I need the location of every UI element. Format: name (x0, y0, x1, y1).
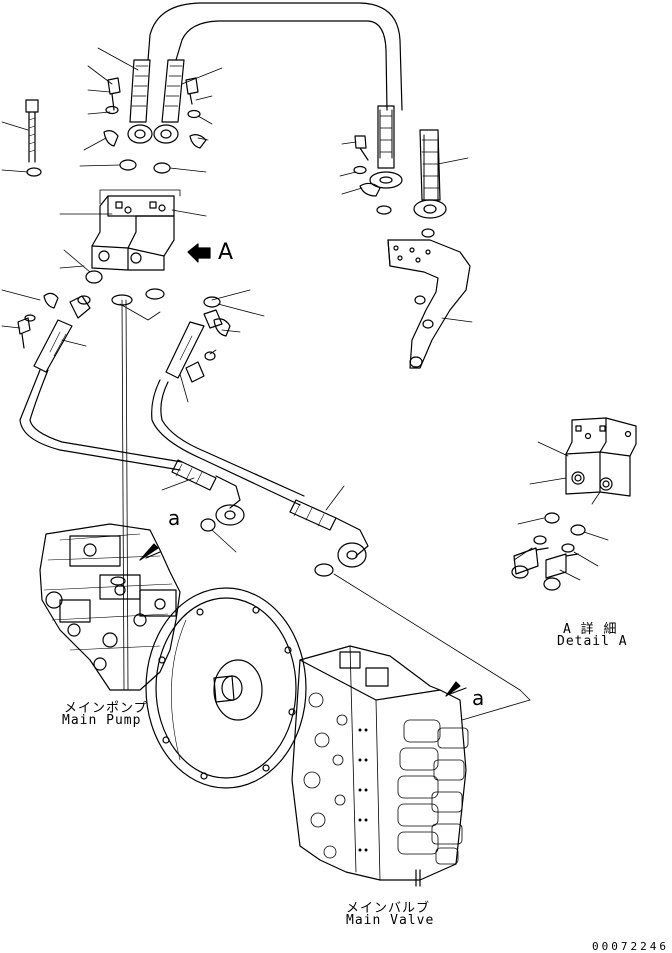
leader-lines (1, 47, 609, 581)
bolts-and-washers-top (25, 77, 392, 215)
main-pump (39, 523, 307, 789)
port-connection-lines (99, 189, 531, 721)
detail-a-label-jp: A 詳 細 (563, 622, 618, 637)
top-hose-fittings (127, 59, 447, 219)
main-valve-label-jp: メインバルブ (346, 901, 431, 916)
main-valve-label-en: Main Valve (346, 913, 435, 928)
drawing-number: 00072246 (592, 940, 669, 953)
left-hose-fittings (17, 292, 231, 383)
pump-valve-fittings (139, 459, 369, 568)
lower-hoses (19, 299, 305, 691)
valve-port-a-label: a (472, 686, 485, 710)
pump-port-a-label: a (168, 506, 181, 530)
detail-a-label-en: Detail A (557, 634, 628, 649)
view-arrow-label: A (218, 240, 234, 265)
o-rings (85, 159, 435, 586)
mounting-bracket (387, 239, 471, 369)
detail-a-inset (511, 417, 637, 591)
main-valve (291, 645, 469, 887)
main-pump-label-en: Main Pump (62, 713, 142, 728)
main-pump-label-jp: メインポンプ (64, 701, 148, 716)
manifold-block (91, 195, 211, 271)
